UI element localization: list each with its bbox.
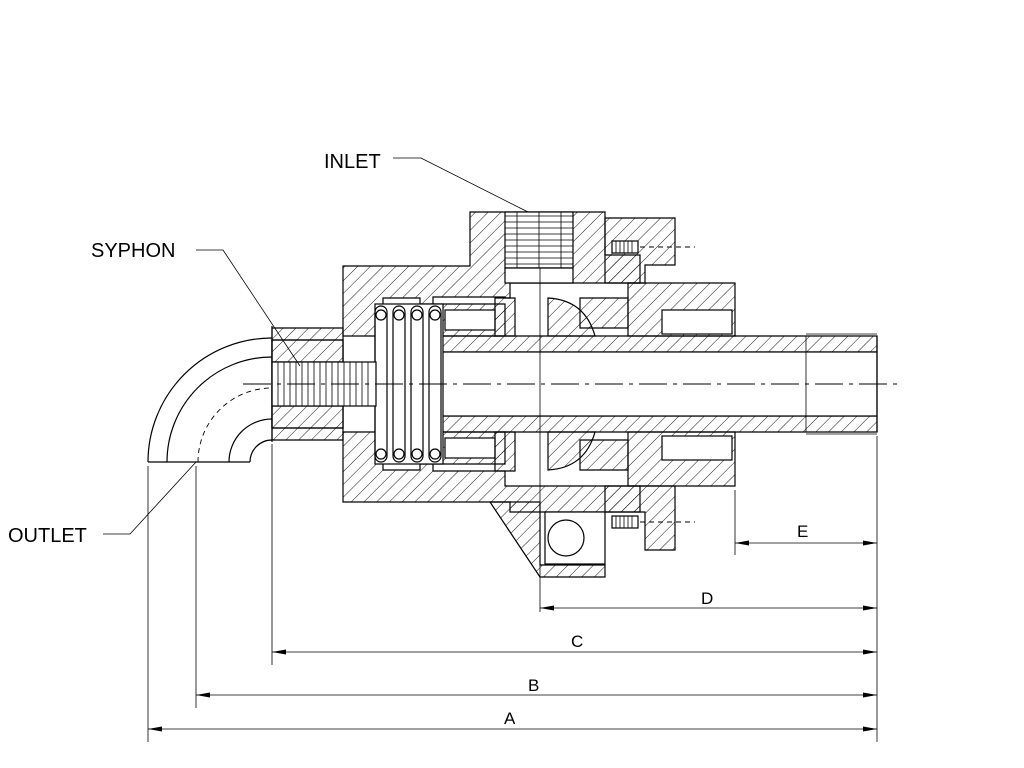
inlet-thread	[505, 212, 573, 268]
inlet-port	[504, 211, 574, 284]
center-lines	[243, 268, 900, 612]
dimension-e-label: E	[797, 522, 808, 541]
dimension-a-label: A	[504, 709, 516, 728]
dimension-d-label: D	[701, 589, 713, 608]
dimension-c-label: C	[571, 632, 583, 651]
callouts: INLET SYPHON OUTLET	[8, 151, 529, 547]
outlet-label: OUTLET	[8, 525, 87, 547]
syphon-label: SYPHON	[91, 240, 175, 262]
anti-rotation-hole	[547, 519, 585, 557]
outlet-elbow	[147, 337, 273, 463]
dimension-b-label: B	[528, 676, 539, 695]
anti-rotation-bracket	[488, 501, 606, 578]
bolt-thread	[615, 241, 633, 528]
inlet-label: INLET	[324, 151, 381, 173]
rotating-shaft	[412, 297, 878, 471]
dimensions: E D C B A	[147, 436, 878, 742]
seal-flange	[579, 217, 736, 551]
